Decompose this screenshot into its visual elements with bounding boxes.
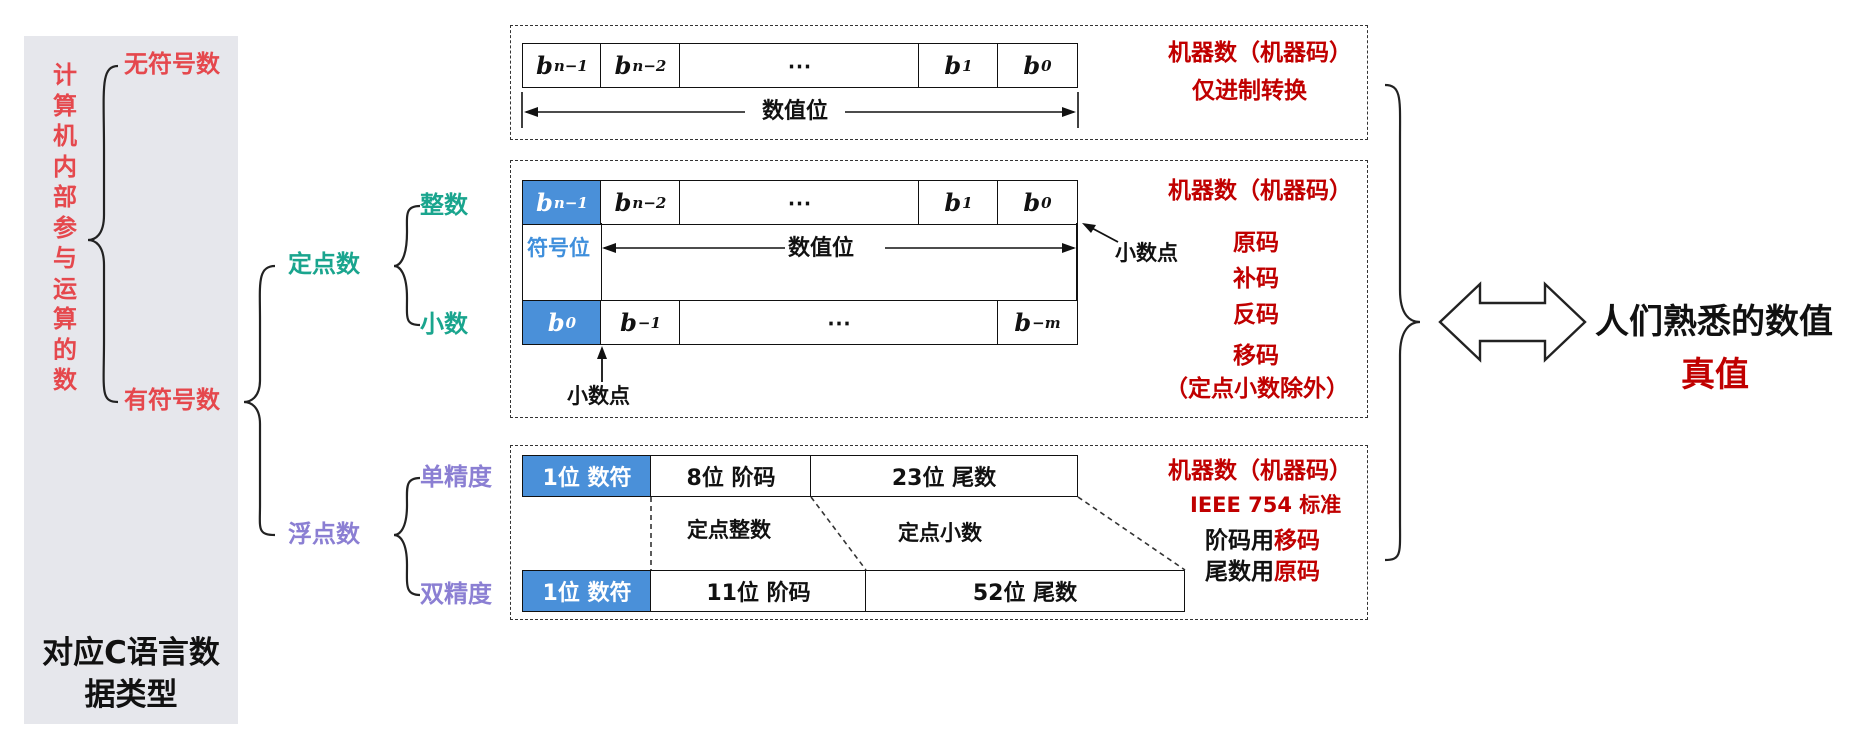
bit-cell: ⋯ — [679, 300, 999, 345]
base-conversion-label: 仅进制转换 — [1192, 78, 1307, 104]
sign-bit-cell: 1位 数符 — [522, 455, 652, 497]
bit-cell: ⋯ — [679, 43, 920, 88]
exponent-excess-code-line: 阶码用移码 — [1205, 528, 1320, 554]
ones-complement-label: 反码 — [1233, 302, 1279, 328]
sign-column — [522, 223, 602, 302]
single-precision-label: 单精度 — [420, 463, 492, 491]
sign-magnitude-highlight: 原码 — [1274, 559, 1320, 585]
mantissa-cell: 23位 尾数 — [810, 455, 1078, 497]
fixed-point-box — [510, 160, 1368, 418]
fixed-value-bits-label: 数值位 — [788, 236, 855, 261]
floating-point-label: 浮点数 — [288, 520, 360, 548]
mantissa-sign-magnitude-line: 尾数用原码 — [1205, 559, 1320, 585]
bit-cell: ⋯ — [679, 180, 920, 225]
ieee-754-label: IEEE 754 标准 — [1190, 493, 1342, 517]
brace-float — [393, 476, 421, 597]
signed-label: 有符号数 — [124, 386, 220, 414]
integer-label: 整数 — [420, 191, 468, 219]
brace-right — [1384, 83, 1421, 562]
unsigned-box — [510, 25, 1368, 140]
c-language-types-label: 对应C语言数据类型 — [42, 635, 220, 713]
unsigned-label: 无符号数 — [124, 50, 220, 78]
fixed-fraction-exception-label: （定点小数除外） — [1165, 376, 1349, 402]
exponent-cell: 8位 阶码 — [650, 455, 812, 497]
vertical-title: 计算机内部参与运算的数 — [53, 61, 77, 394]
value-bits-arrow — [521, 92, 1079, 128]
mantissa-cell: 52位 尾数 — [865, 570, 1185, 612]
fixed-fraction-label: 定点小数 — [898, 521, 982, 545]
value-bits-label: 数值位 — [762, 99, 829, 124]
left-panel — [24, 36, 238, 724]
machine-number-label: 机器数（机器码） — [1168, 458, 1352, 484]
double-arrow-icon — [1438, 281, 1587, 363]
fixed-value-bits-arrow — [602, 243, 1076, 253]
machine-number-label: 机器数（机器码） — [1168, 178, 1352, 204]
double-precision-label: 双精度 — [420, 580, 492, 608]
bit-cell: b−m — [997, 300, 1078, 345]
brace-signed — [243, 264, 276, 537]
decimal-point-label: 小数点 — [567, 384, 630, 408]
familiar-values-label: 人们熟悉的数值 — [1595, 302, 1833, 342]
fixed-integer-label: 定点整数 — [687, 518, 771, 542]
brace-fixed — [393, 204, 421, 327]
twos-complement-label: 补码 — [1233, 266, 1279, 292]
true-value-label: 真值 — [1681, 355, 1749, 395]
sign-bit-cell: 1位 数符 — [522, 570, 652, 612]
decimal-point-label: 小数点 — [1115, 241, 1178, 265]
right-border — [1076, 223, 1078, 302]
exponent-cell: 11位 阶码 — [650, 570, 867, 612]
floating-point-box — [510, 445, 1368, 620]
sign-magnitude-label: 原码 — [1233, 230, 1279, 256]
bit-cell: b−1 — [600, 300, 681, 345]
fraction-label: 小数 — [420, 310, 468, 338]
sign-bit-label: 符号位 — [527, 236, 590, 260]
excess-code-label: 移码 — [1233, 343, 1279, 369]
machine-number-label: 机器数（机器码） — [1168, 40, 1352, 66]
brace-root — [87, 64, 119, 404]
excess-code-highlight: 移码 — [1274, 528, 1320, 554]
fixed-point-label: 定点数 — [288, 250, 360, 278]
